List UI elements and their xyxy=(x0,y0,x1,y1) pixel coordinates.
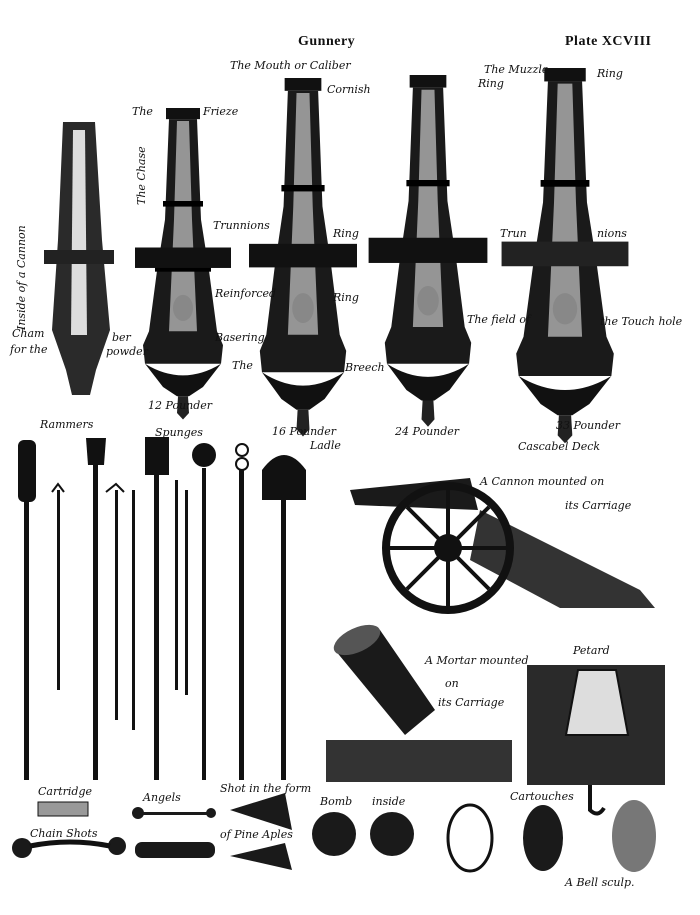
label-carriage-2: its Carriage xyxy=(565,499,632,512)
label-touch-hole: the Touch hole xyxy=(600,315,683,328)
cannon-carriage xyxy=(350,478,655,614)
label-pine-apples: of Pine Aples xyxy=(220,828,293,841)
label-24-pounder: 24 Pounder xyxy=(395,425,460,438)
label-chase: The Chase xyxy=(135,146,148,205)
engraver-signature: A Bell sculp. xyxy=(565,876,635,889)
plate-title: Gunnery xyxy=(298,34,356,49)
label-spunges: Spunges xyxy=(155,426,203,439)
cannon-33-pounder xyxy=(501,68,629,444)
label-chain-shots: Chain Shots xyxy=(30,827,98,840)
label-mouth: The Mouth or Caliber xyxy=(230,59,351,72)
label-cartouches: Cartouches xyxy=(510,790,574,803)
petard xyxy=(527,665,665,816)
label-16-pounder: 16 Pounder xyxy=(272,425,337,438)
label-basering: Basering xyxy=(215,331,265,344)
ammunition xyxy=(12,793,656,873)
label-breech: Breech xyxy=(345,361,385,374)
label-cascabel: Cascabel Deck xyxy=(518,440,601,453)
label-ladle: Ladle xyxy=(310,439,341,452)
label-rammers: Rammers xyxy=(40,418,94,431)
rammers-and-sponges xyxy=(18,437,306,780)
label-shot-form: Shot in the form xyxy=(220,782,312,795)
label-trunnions: Trunnions xyxy=(213,219,270,232)
label-bomb: Bomb xyxy=(320,795,353,808)
label-angels: Angels xyxy=(143,791,181,804)
label-ring-trunnion: Ring xyxy=(333,227,359,240)
label-petard: Petard xyxy=(573,644,610,657)
label-for-the: for the xyxy=(10,343,48,356)
label-ring-24: Ring xyxy=(478,77,504,90)
label-the-breech: The xyxy=(232,359,253,372)
label-inside: inside xyxy=(372,795,406,808)
label-12-pounder: 12 Pounder xyxy=(148,399,213,412)
label-reinforced: Reinforced xyxy=(215,287,277,300)
label-powder: powder xyxy=(106,345,148,358)
cannon-24-pounder xyxy=(368,75,488,427)
plate-number: Plate XCVIII xyxy=(565,34,652,49)
label-33-pounder: 33 Pounder xyxy=(556,419,621,432)
label-chamber-1: Cham xyxy=(12,327,45,340)
label-field-of: The field of xyxy=(467,313,531,326)
label-mortar-1: A Mortar mounted xyxy=(425,654,529,667)
label-cartridge: Cartridge xyxy=(38,785,93,798)
cannon-section xyxy=(44,122,114,395)
label-ring-reinforced: Ring xyxy=(333,291,359,304)
label-chamber-2: ber xyxy=(112,331,131,344)
label-cornish: Cornish xyxy=(327,83,371,96)
cannon-16-pounder xyxy=(249,78,357,437)
label-trun: Trun xyxy=(500,227,527,240)
label-mortar-3: its Carriage xyxy=(438,696,505,709)
label-muzzle: The Muzzle xyxy=(484,63,549,76)
label-the: The xyxy=(132,105,153,118)
mortar-carriage xyxy=(326,624,512,782)
label-carriage-1: A Cannon mounted on xyxy=(480,475,605,488)
label-inside-cannon: Inside of a Cannon xyxy=(15,225,28,330)
label-ring-muzzle: Ring xyxy=(597,67,623,80)
cannon-12-pounder xyxy=(135,108,231,420)
label-nions: nions xyxy=(597,227,627,240)
label-frieze: Frieze xyxy=(203,105,239,118)
label-mortar-2: on xyxy=(445,677,459,690)
